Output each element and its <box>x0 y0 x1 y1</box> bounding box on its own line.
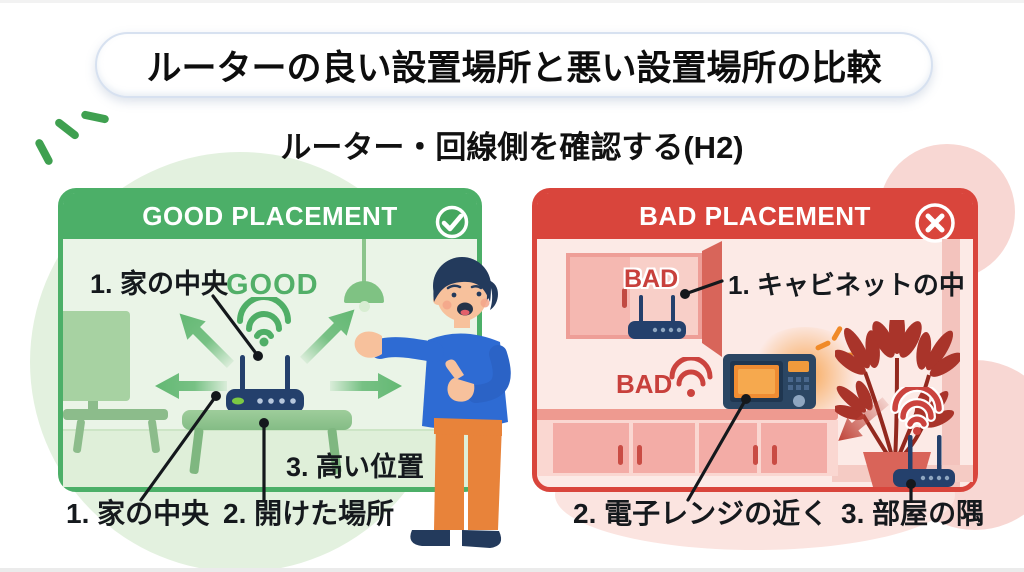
check-circle-icon <box>435 205 469 239</box>
pendant-lamp-icon <box>344 281 384 303</box>
floor <box>63 429 477 487</box>
good-placement-panel: GOOD PLACEMENT <box>58 188 482 492</box>
page-subtitle: ルーター・回線側を確認する(H2) <box>280 130 744 165</box>
bad-panel-title: BAD PLACEMENT <box>639 201 871 231</box>
tv-icon <box>63 311 130 401</box>
bad-label-cabinet: 1. キャビネットの中 <box>728 270 965 300</box>
signal-arrow-up-right <box>300 309 355 364</box>
wifi-icon-corner <box>890 387 944 435</box>
counter-handle <box>753 445 758 465</box>
good-room-scene: 1. 家の中央 GOOD 3. 高い位置 <box>63 239 477 487</box>
tv-stand <box>88 401 98 411</box>
signal-arrow-corner <box>838 397 889 441</box>
counter-door <box>553 423 629 473</box>
good-label-open-space: 2. 開けた場所 <box>223 498 395 529</box>
counter-top <box>537 409 838 420</box>
bad-label-corner: 3. 部屋の隅 <box>841 498 985 529</box>
signal-arrow-right <box>330 373 402 399</box>
bottom-edge-strip <box>0 568 1024 572</box>
page-title: ルーターの良い設置場所と悪い設置場所の比較 <box>146 48 882 88</box>
bad-label-microwave: 2. 電子レンジの近く <box>573 498 829 529</box>
bad-status-word-microwave: BAD <box>616 369 673 399</box>
good-label-center-bottom: 1. 家の中央 <box>66 498 210 529</box>
pendant-lamp-bulb <box>359 301 370 312</box>
cabinet-handle <box>622 288 627 308</box>
top-edge-strip <box>0 0 1024 3</box>
counter-door <box>633 423 695 473</box>
good-panel-header: GOOD PLACEMENT <box>63 193 477 239</box>
pendant-lamp-cord <box>362 239 366 283</box>
cabinet-door <box>570 257 630 335</box>
tv-board <box>63 409 168 420</box>
counter-handle <box>772 445 777 465</box>
wifi-icon-good <box>237 297 291 347</box>
good-label-high-position: 3. 高い位置 <box>286 452 425 482</box>
counter-door <box>761 423 827 473</box>
x-circle-icon <box>915 203 955 243</box>
title-banner: ルーターの良い設置場所と悪い設置場所の比較 <box>95 32 933 98</box>
signal-arrow-left <box>155 373 227 399</box>
good-status-word: GOOD <box>226 269 319 301</box>
router-icon-cabinet <box>628 295 686 339</box>
router-icon-good <box>226 355 304 413</box>
bad-panel-header: BAD PLACEMENT <box>537 193 973 239</box>
table <box>182 410 352 430</box>
counter-handle <box>637 445 642 465</box>
bad-status-word-cabinet: BAD <box>624 265 679 293</box>
person-illustration <box>354 257 511 548</box>
cabinet-open-door <box>702 241 722 357</box>
counter-handle <box>618 445 623 465</box>
wifi-icon-microwave <box>669 357 713 397</box>
good-label-center-top: 1. 家の中央 <box>90 269 229 299</box>
microwave-icon <box>723 354 816 414</box>
bad-room-scene: BAD 1. キャビネットの中 BAD <box>537 239 973 487</box>
counter-door <box>699 423 757 473</box>
good-panel-title: GOOD PLACEMENT <box>142 201 398 231</box>
bad-placement-panel: BAD PLACEMENT BAD 1. キャ <box>532 188 978 492</box>
monstera-plant-icon <box>835 320 960 487</box>
router-icon-corner <box>893 435 955 487</box>
